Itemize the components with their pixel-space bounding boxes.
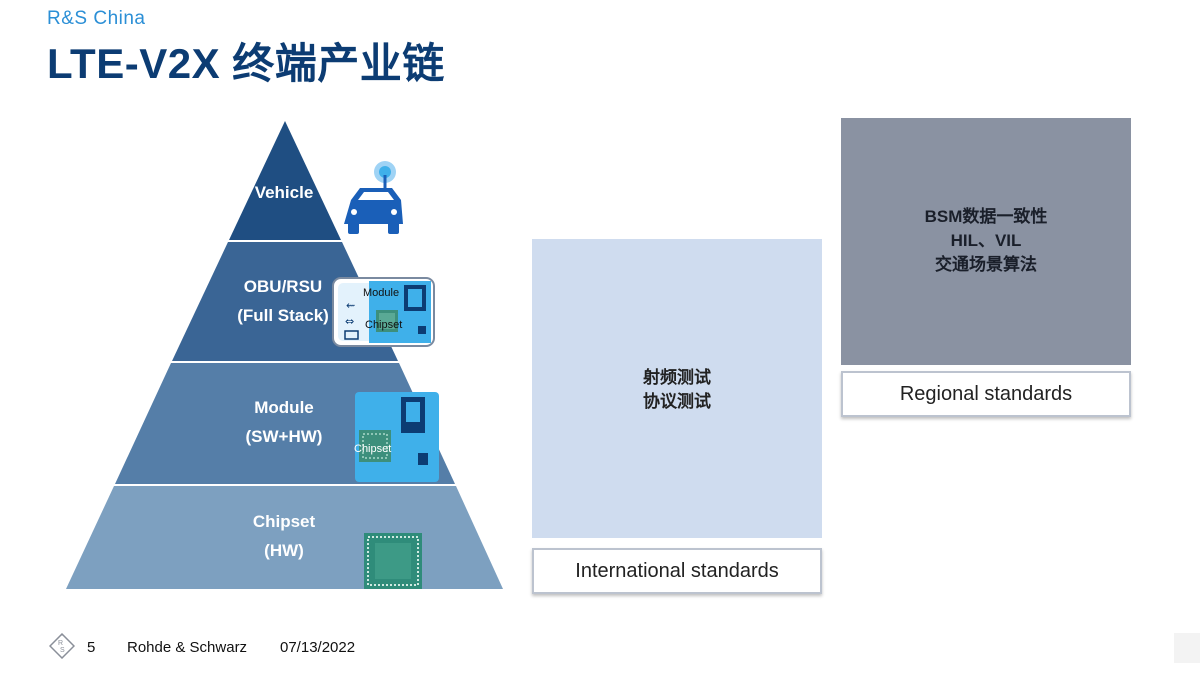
tier-obu-line2: (Full Stack) <box>237 306 329 325</box>
international-line2: 协议测试 <box>643 392 711 411</box>
tier-label-vehicle: Vehicle <box>234 178 334 207</box>
brand-label: R&S China <box>47 8 146 29</box>
tier-chipset-line1: Chipset <box>252 512 316 531</box>
footer-page-number: 5 <box>87 639 96 656</box>
regional-box-text: BSM数据一致性 HIL、VIL 交通场景算法 <box>841 205 1131 277</box>
tier-module-line1: Module <box>254 398 314 417</box>
footer-date: 07/13/2022 <box>280 639 356 656</box>
tier-label-module: Module (SW+HW) <box>224 393 344 451</box>
pyramid-tier-vehicle <box>229 121 341 240</box>
regional-line3: 交通场景算法 <box>935 255 1037 274</box>
page-title: LTE-V2X 终端产业链 <box>47 40 445 87</box>
international-standards-label: International standards <box>532 548 822 594</box>
svg-text:⇔: ⇔ <box>345 315 354 328</box>
tier-vehicle-line1: Vehicle <box>254 183 314 202</box>
regional-standards-label: Regional standards <box>841 371 1131 417</box>
svg-text:S: S <box>60 647 65 654</box>
svg-text:R: R <box>58 640 63 647</box>
international-line1: 射频测试 <box>643 368 711 387</box>
tier-chipset-line2: (HW) <box>264 541 304 560</box>
obu-module-label: Module <box>363 287 400 299</box>
rs-logo-icon: R S <box>49 633 75 659</box>
tier-module-line2: (SW+HW) <box>245 427 323 446</box>
module-board-icon <box>355 392 439 482</box>
chipset-icon <box>364 533 422 589</box>
svg-text:⇜: ⇜ <box>346 299 355 312</box>
tier-label-chipset: Chipset (HW) <box>224 507 344 565</box>
regional-line2: HIL、VIL <box>950 231 1022 250</box>
international-box-text: 射频测试 协议测试 <box>532 366 822 414</box>
international-box <box>532 239 822 538</box>
obu-device-icon: ⇜ ⇔ <box>332 277 435 347</box>
regional-box <box>841 118 1131 365</box>
module-chipset-label: Chipset <box>354 443 392 455</box>
corner-widget <box>1174 633 1200 663</box>
tier-obu-line1: OBU/RSU <box>243 277 323 296</box>
footer-company: Rohde & Schwarz <box>127 639 248 656</box>
tier-label-obu: OBU/RSU (Full Stack) <box>220 272 346 330</box>
obu-chipset-label: Chipset <box>365 319 403 331</box>
connected-car-icon <box>344 161 403 234</box>
regional-line1: BSM数据一致性 <box>924 207 1048 226</box>
